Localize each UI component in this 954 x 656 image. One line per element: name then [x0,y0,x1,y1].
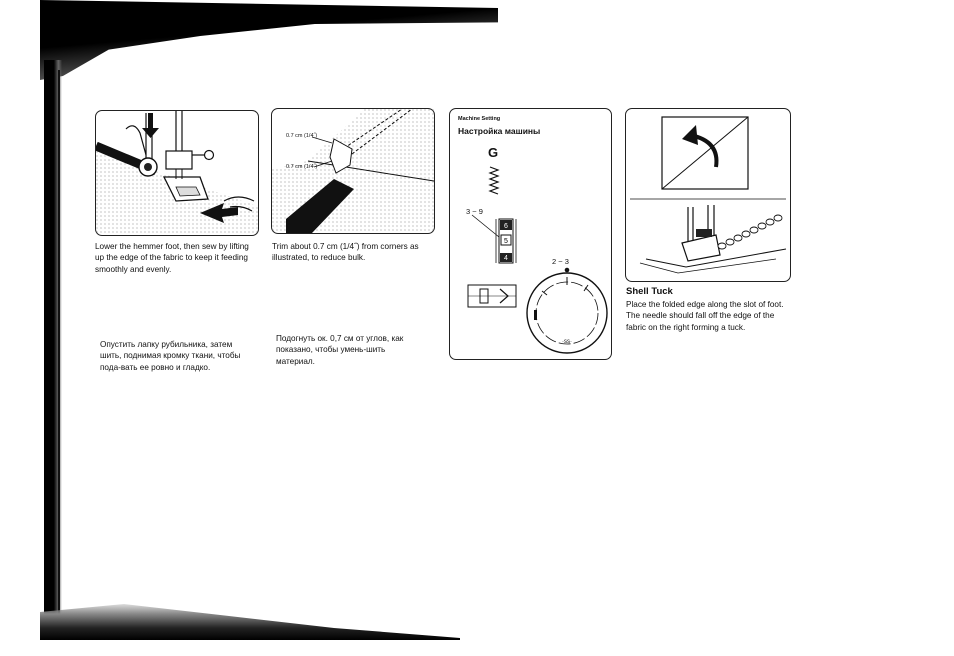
stitch-length-value: 3 ~ 9 [466,207,483,216]
svg-text:6: 6 [504,223,508,230]
stitch-width-value: 2 ~ 3 [552,257,569,266]
trim-instructions-en: Trim about 0.7 cm (1/4˝) from corners as… [272,241,437,264]
svg-text:·ss·: ·ss· [562,339,572,345]
trim-corners-illustration: 0.7 cm (1/4˝) 0.7 cm (1/4˝) [271,108,435,234]
trim-label-bottom: 0.7 cm (1/4˝) [286,164,317,170]
machine-setting-title-ru: Настройка машины [458,126,540,136]
hemmer-foot-illustration [95,110,259,236]
svg-text:4: 4 [504,255,508,262]
machine-setting-panel: 6 5 4 ·ss· Machine Setting Настройка маш… [449,108,612,360]
scan-binding-line [58,70,60,630]
scan-shadow-top [40,0,498,80]
trim-instructions-ru: Подогнуть ок. 0,7 см от углов, как показ… [276,333,426,367]
trim-label-top: 0.7 cm (1/4˝) [286,133,317,139]
hemmer-instructions-ru: Опустить лапку рубильника, затем шить, п… [100,339,250,373]
shell-tuck-illustration [625,108,791,282]
pattern-letter: G [488,145,498,160]
shell-tuck-instructions: Place the folded edge along the slot of … [626,299,794,333]
hemmer-instructions-en: Lower the hemmer foot, then sew by lifti… [95,241,259,275]
scan-shadow-bottom [40,600,460,640]
shell-tuck-heading: Shell Tuck [626,286,673,297]
svg-text:5: 5 [504,238,508,245]
machine-setting-title-en: Machine Setting [458,116,500,122]
